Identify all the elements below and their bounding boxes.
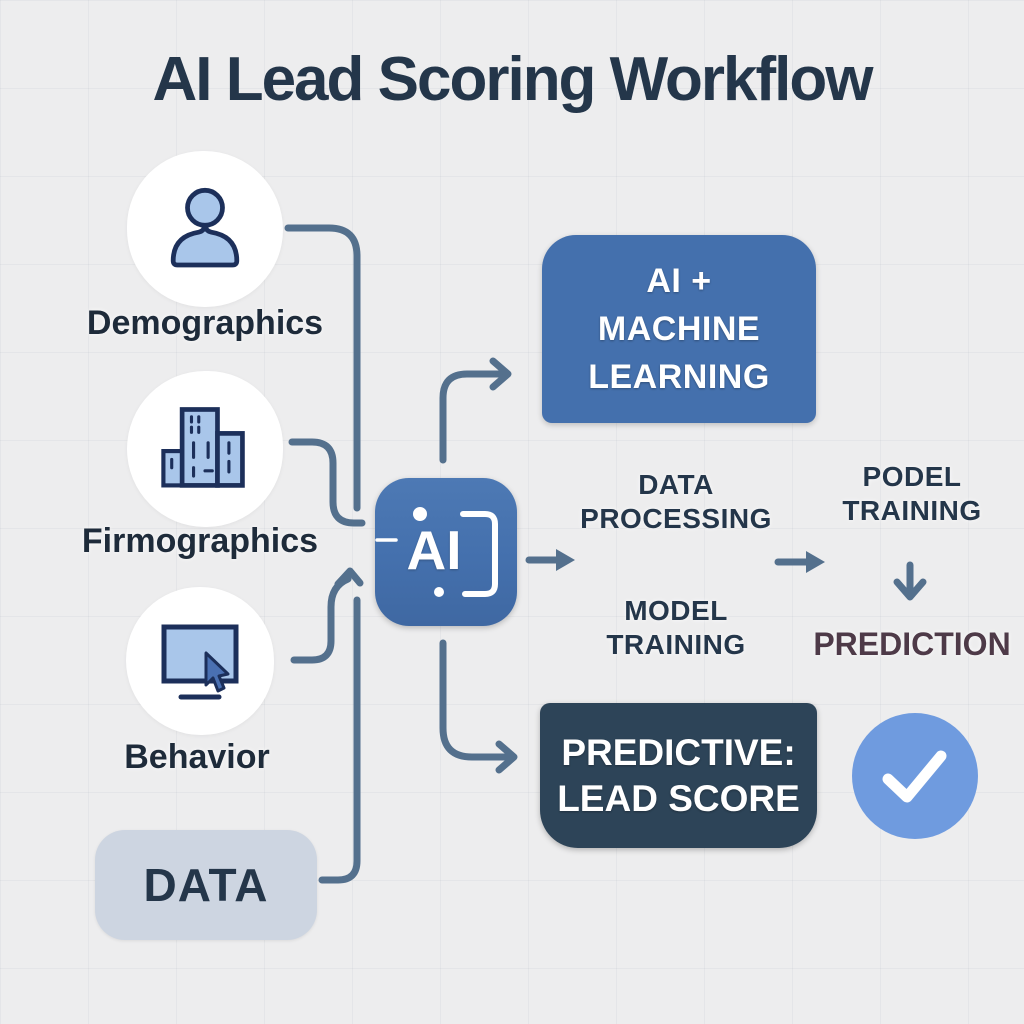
connector-behavior	[290, 575, 352, 664]
checkmark-icon	[852, 713, 978, 839]
ml-box-line-1: AI +	[646, 262, 712, 300]
person-icon	[152, 176, 258, 282]
arrow-ai-to-processing-head	[556, 549, 575, 571]
arrow-ai-to-predictive	[439, 639, 510, 761]
behavior-label: Behavior	[124, 738, 270, 776]
connector-demographics	[284, 224, 361, 512]
predictive-lead-score-box: PREDICTIVE: LEAD SCORE	[540, 703, 817, 848]
predictive-box-line-1: PREDICTIVE:	[561, 731, 796, 773]
monitor-cursor-icon	[150, 611, 250, 711]
predictive-box-line-2: LEAD SCORE	[557, 777, 800, 819]
prediction-label: PREDICTION	[813, 626, 1011, 662]
behavior-icon-circle	[126, 587, 274, 735]
check-circle	[852, 713, 978, 839]
connector-behavior-arrowhead	[334, 567, 364, 588]
arrow-ai-to-ml-arrowhead	[489, 357, 512, 391]
data-processing-label: DATA PROCESSING	[580, 469, 772, 534]
data-box-label: DATA	[143, 859, 269, 911]
arrow-ai-to-predictive-arrowhead	[495, 740, 518, 774]
demographics-icon-circle	[127, 151, 283, 307]
page-title: AI Lead Scoring Workflow	[152, 45, 873, 114]
ml-box-line-2: MACHINE	[597, 310, 761, 348]
podel-training-label: PODEL TRAINING	[842, 461, 982, 526]
arrow-ai-to-ml	[439, 370, 504, 464]
model-training-label: MODEL TRAINING	[606, 595, 746, 660]
arrow-training-to-prediction-arrowhead	[893, 578, 927, 601]
ai-chip-icon: AI	[375, 478, 517, 626]
building-icon	[153, 397, 257, 501]
connector-firmographics	[288, 438, 366, 527]
data-box: DATA	[95, 830, 317, 940]
machine-learning-box: AI + MACHINE LEARNING	[542, 235, 816, 423]
firmographics-label: Firmographics	[81, 522, 319, 560]
ml-box-line-3: LEARNING	[588, 358, 770, 396]
firmographics-icon-circle	[127, 371, 283, 527]
ai-chip-label: AI	[406, 519, 462, 581]
demographics-label: Demographics	[86, 304, 324, 342]
arrow-processing-to-training-head	[806, 551, 825, 573]
